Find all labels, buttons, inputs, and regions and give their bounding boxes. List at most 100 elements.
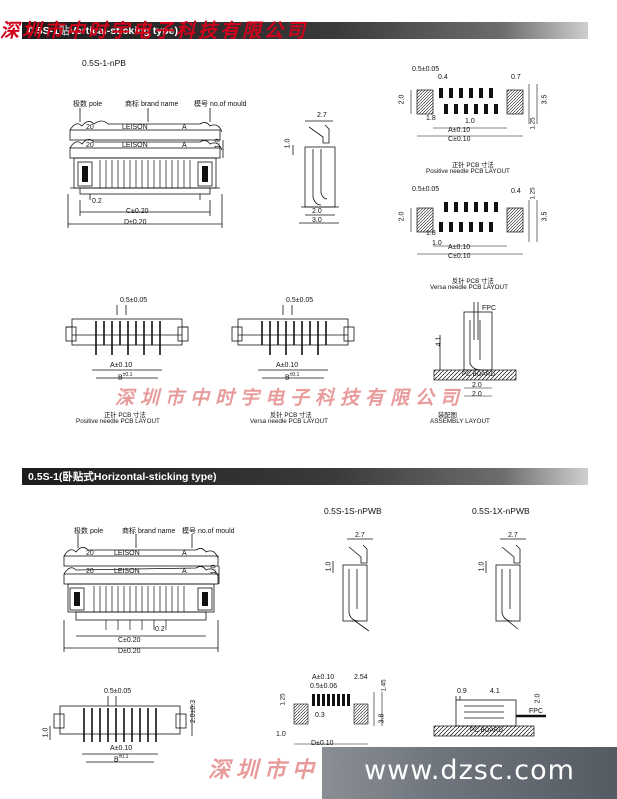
pcb1-dim-3-5: 3.5 bbox=[541, 94, 549, 105]
front-letter-a-a: A bbox=[182, 124, 187, 131]
front-leison-a: LEISON bbox=[122, 124, 148, 131]
s2-pcb-dim-1-25: 1.25 bbox=[279, 693, 287, 706]
s2-pole-label: 极数 pole bbox=[74, 528, 104, 535]
side-view-vertical-drawing bbox=[292, 120, 339, 224]
bottom2-dim-0-5: 0.5±0.05 bbox=[286, 297, 314, 304]
pcb2-dim-a: A±0.10 bbox=[448, 244, 471, 251]
s2-assembly-dim-0-9: 0.9 bbox=[457, 688, 467, 695]
front-dim-0-2: 0.2 bbox=[92, 198, 102, 205]
pcb2-dim-2-0: 2.0 bbox=[398, 211, 406, 222]
s2-bottom-dim-0-5: 0.5±0.05 bbox=[104, 688, 132, 695]
s2-bottom-dim-b: B±0.1 bbox=[114, 754, 129, 764]
pcb1-dim-1-0: 1.0 bbox=[465, 118, 475, 125]
s2-pcb-dim-0-5: 0.5±0.06 bbox=[310, 683, 338, 690]
pcb2-dim-1-8: 1.8 bbox=[426, 230, 436, 237]
s2-side2-dim-1-0: 1.0 bbox=[478, 561, 486, 572]
section1-model-title: 0.5S-1-nPB bbox=[82, 58, 126, 68]
s2-pcb-dim-1-0: 1.0 bbox=[276, 731, 286, 738]
s2-side1-drawing bbox=[332, 538, 373, 632]
s2-front-dim-d: D±0.20 bbox=[118, 648, 141, 655]
pcb2-dim-1-0: 1.0 bbox=[432, 240, 442, 247]
assembly1-dim-2-0b: 2.0 bbox=[472, 391, 482, 398]
s2-assembly-dim-2-0: 2.0 bbox=[534, 693, 542, 704]
s2-assembly-board: PC BOARD bbox=[470, 727, 503, 734]
brand-label: 商标 brand name bbox=[125, 101, 179, 108]
side-dim-2-7: 2.7 bbox=[317, 112, 327, 119]
bottom1-caption-en: Positive needle PCB LAYOUT bbox=[76, 418, 160, 425]
bottom2-dim-a: A±0.10 bbox=[276, 362, 299, 369]
s2-bottom-dim-a: A±0.10 bbox=[110, 745, 133, 752]
bottom1-dim-b: B±0.1 bbox=[118, 372, 133, 382]
watermark-middle: 深圳市中时宇电子科技有限公司 bbox=[115, 387, 466, 409]
s2-front-num-20-b: 20 bbox=[86, 568, 94, 575]
side-dim-3-0: 3.0 bbox=[312, 217, 322, 224]
s2-side2-dim-2-7: 2.7 bbox=[508, 532, 518, 539]
front-view-horizontal-drawing bbox=[63, 534, 220, 652]
s2-front-leison-b: LEISON bbox=[114, 568, 140, 575]
s2-brand-label: 商标 brand name bbox=[122, 528, 176, 535]
s2-front-dim-1-0: 1.0 bbox=[210, 564, 218, 575]
assembly1-dim-4-1: 4.1 bbox=[435, 336, 443, 347]
pcb1-dim-0-4: 0.4 bbox=[438, 74, 448, 81]
front-dim-1-0: 1.0 bbox=[214, 138, 222, 149]
s2-front-dim-0-2: 0.2 bbox=[155, 626, 165, 633]
front-view-vertical-drawing bbox=[67, 108, 224, 228]
watermark-bottom: 深圳市中 bbox=[208, 757, 321, 783]
s2-front-leison-a: LEISON bbox=[114, 550, 140, 557]
pcb2-dim-0-4: 0.4 bbox=[511, 188, 521, 195]
watermark-top: 深圳市中时宇电子科技有限公司 bbox=[0, 20, 309, 42]
bottom1-caption-cn: 正针 PCB 寸法 bbox=[104, 412, 146, 419]
front-dim-c: C±0.20 bbox=[126, 208, 149, 215]
bottom1-dim-0-5: 0.5±0.05 bbox=[120, 297, 148, 304]
front-num-20-b: 20 bbox=[86, 142, 94, 149]
front-letter-a-b: A bbox=[182, 142, 187, 149]
s2-pcb-dim-1-45: 1.45 bbox=[380, 679, 388, 692]
pcb1-dim-2-0: 2.0 bbox=[398, 94, 406, 105]
pcb1-caption-en: Positive needle PCB LAYOUT bbox=[426, 168, 510, 175]
side-dim-1-0: 1.0 bbox=[284, 138, 292, 149]
section1-header-bar: 0.5S-1贴Vertical-sticking type) bbox=[22, 22, 588, 39]
pcb2-dim-c: C±0.10 bbox=[448, 253, 471, 260]
pcb1-dim-1-8: 1.8 bbox=[426, 115, 436, 122]
bottom2-caption-cn: 反针 PCB 寸法 bbox=[270, 412, 312, 419]
side-dim-2-0: 2.0 bbox=[312, 208, 322, 215]
s2-bottom-dim-1-0: 1.0 bbox=[42, 727, 50, 738]
s2-bottom-dim-2-0: 2.0±0.3 bbox=[190, 699, 198, 724]
pcb2-caption-en: Versa needle PCB LAYOUT bbox=[430, 284, 508, 291]
s2-assembly-fpc: FPC bbox=[529, 708, 543, 715]
bottom2-caption-en: Versa needle PCB LAYOUT bbox=[250, 418, 328, 425]
pcb1-dim-0-7: 0.7 bbox=[511, 74, 521, 81]
mould-label: 模号 no.of mould bbox=[194, 101, 247, 108]
bottom1-dim-a: A±0.10 bbox=[110, 362, 133, 369]
s2-pcb-layout-drawing bbox=[293, 692, 383, 745]
assembly1-dim-2-0a: 2.0 bbox=[472, 382, 482, 389]
assembly1-caption-en: ASSEMBLY LAYOUT bbox=[430, 418, 490, 425]
pcb1-layout-drawing bbox=[410, 84, 538, 137]
s2-pcb-dim-3-8: 3.8 bbox=[378, 713, 386, 724]
bottom2-dim-b: B±0.1 bbox=[285, 372, 300, 382]
front-num-20-a: 20 bbox=[86, 124, 94, 131]
s2-front-dim-c: C±0.20 bbox=[118, 637, 141, 644]
site-url: www.dzsc.com bbox=[364, 755, 575, 786]
pole-label: 极数 pole bbox=[73, 101, 103, 108]
assembly1-fpc: FPC bbox=[482, 305, 496, 312]
section2-header-bar: 0.5S-1(卧贴式Horizontal-sticking type) bbox=[22, 468, 588, 485]
pcb2-dim-0-5: 0.5±0.05 bbox=[412, 186, 440, 193]
pcb1-dim-1-25: 1.25 bbox=[529, 117, 537, 130]
assembly1-caption-cn: 装配图 bbox=[438, 412, 457, 419]
front-leison-b: LEISON bbox=[122, 142, 148, 149]
bottom2-versa-drawing bbox=[231, 305, 355, 379]
bottom1-positive-drawing bbox=[65, 305, 189, 379]
s2-front-letter-a-b: A bbox=[182, 568, 187, 575]
section1-header-text: 0.5S-1贴Vertical-sticking type) bbox=[28, 25, 178, 37]
pcb2-layout-drawing bbox=[410, 200, 538, 255]
pcb2-caption-cn: 反针 PCB 寸法 bbox=[452, 278, 494, 285]
s2-side2-drawing bbox=[485, 538, 526, 630]
front-dim-d: D±0.20 bbox=[124, 219, 147, 226]
pcb1-dim-0-5: 0.5±0.05 bbox=[412, 66, 440, 73]
section2-header-text: 0.5S-1(卧贴式Horizontal-sticking type) bbox=[28, 471, 217, 483]
s2-pcb-dim-2-54: 2.54 bbox=[354, 674, 368, 681]
section2-model1-title: 0.5S-1S-nPWB bbox=[324, 506, 382, 516]
s2-pcb-dim-0-3: 0.3 bbox=[315, 712, 325, 719]
s2-mould-label: 模号 no.of mould bbox=[182, 528, 235, 535]
